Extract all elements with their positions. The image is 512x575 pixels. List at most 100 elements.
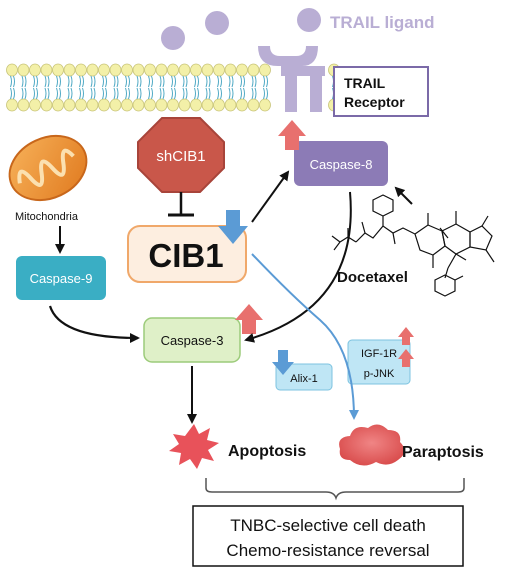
lipid-tail — [217, 75, 219, 88]
apoptosis-burst-icon — [169, 424, 219, 469]
lipid-tail — [56, 87, 58, 100]
trail-receptor-label-line2: Receptor — [344, 94, 405, 110]
lipid-tail — [185, 75, 188, 88]
lipid-head — [52, 63, 64, 77]
igf1r-label: IGF-1R — [361, 348, 397, 360]
lipid-tail — [243, 75, 245, 88]
paraptosis-label: Paraptosis — [402, 444, 484, 461]
lipid-tail — [102, 87, 104, 100]
outcome-line1: TNBC-selective cell death — [230, 516, 426, 535]
lipid-tail — [205, 87, 208, 100]
lipid-tail — [116, 75, 119, 88]
lipid-tail — [10, 75, 12, 88]
lipid-tail — [33, 87, 35, 100]
lipid-tail — [197, 87, 199, 100]
apoptosis-label: Apoptosis — [228, 443, 306, 460]
lipid-tail — [148, 87, 150, 100]
trail-receptor-label-box: TRAIL Receptor — [333, 66, 429, 117]
paraptosis-cloud-icon — [339, 424, 405, 466]
lipid-tail — [59, 75, 61, 88]
lipid-tail — [148, 75, 150, 88]
lipid-tail — [151, 75, 153, 88]
lipid-head — [40, 98, 53, 112]
lipid-tail — [174, 75, 176, 88]
trail-ligand-circle — [297, 8, 321, 32]
docetaxel-label: Docetaxel — [337, 269, 408, 286]
trail-ligand-circle — [205, 11, 229, 35]
lipid-tail — [90, 75, 93, 88]
lipid-tail — [56, 75, 58, 88]
lipid-tail — [44, 75, 47, 88]
lipid-tail — [240, 87, 242, 100]
lipid-tail — [24, 75, 27, 88]
lipid-tail — [136, 75, 139, 88]
lipid-tail — [266, 75, 268, 88]
lipid-tail — [67, 75, 70, 88]
lipid-tail — [82, 87, 84, 100]
lipid-head — [178, 63, 191, 77]
lipid-tail — [67, 87, 70, 100]
lipid-head — [29, 98, 41, 112]
lipid-head — [86, 98, 99, 112]
lipid-tail — [251, 75, 254, 88]
lipid-head — [201, 98, 214, 112]
lipid-tail — [13, 75, 15, 88]
lipid-head — [144, 63, 156, 77]
lipid-tail — [194, 75, 196, 88]
trail-receptor-label-line1: TRAIL — [344, 75, 386, 91]
lipid-head — [167, 63, 179, 77]
lipid-head — [236, 98, 248, 112]
lipid-tail — [220, 87, 222, 100]
lipid-head — [155, 63, 168, 77]
lipid-tail — [47, 87, 50, 100]
lipid-head — [121, 98, 133, 112]
lipid-tail — [125, 87, 127, 100]
lipid-tail — [21, 87, 24, 100]
caspase8-up-arrow-icon — [278, 120, 306, 150]
lipid-head — [52, 98, 64, 112]
lipid-head — [6, 63, 18, 77]
lipid-tail — [102, 75, 104, 88]
lipid-tail — [266, 87, 268, 100]
lipid-tail — [231, 75, 234, 88]
lipid-tail — [162, 75, 165, 88]
shcib1-label: shCIB1 — [156, 148, 205, 165]
arrow-cib1-to-paraptosis — [251, 253, 359, 420]
lipid-head — [6, 98, 18, 112]
lipid-head — [29, 63, 41, 77]
lipid-head — [247, 98, 260, 112]
igf1r-up-arrow-icon — [398, 327, 414, 345]
lipid-head — [259, 98, 271, 112]
cib1-box — [127, 225, 247, 283]
lipid-tail — [136, 87, 139, 100]
lipid-head — [75, 98, 87, 112]
lipid-tail — [105, 75, 107, 88]
lipid-tail — [254, 75, 257, 88]
docetaxel-structure-icon — [331, 194, 495, 297]
arrow-casp9-to-casp3 — [48, 305, 140, 343]
lipid-tail — [47, 75, 50, 88]
lipid-tail — [194, 87, 196, 100]
lipid-tail — [205, 75, 208, 88]
lipid-tail — [182, 87, 185, 100]
lipid-head — [201, 63, 214, 77]
lipid-head — [86, 63, 99, 77]
alix1-box — [275, 363, 333, 391]
lipid-head — [224, 98, 237, 112]
lipid-tail — [231, 87, 234, 100]
lipid-head — [132, 98, 145, 112]
lipid-tail — [93, 75, 96, 88]
lipid-head — [190, 63, 202, 77]
lipid-head — [132, 63, 145, 77]
lipid-tail — [36, 75, 38, 88]
lipid-tail — [70, 87, 73, 100]
lipid-tail — [116, 87, 119, 100]
lipid-tail — [228, 87, 231, 100]
pjnk-up-arrow-icon — [398, 349, 414, 367]
lipid-tail — [162, 87, 165, 100]
lipid-tail — [128, 87, 130, 100]
trail-ligand-circle — [161, 26, 185, 50]
lipid-head — [63, 98, 76, 112]
lipid-tail — [220, 75, 222, 88]
lipid-head — [109, 98, 122, 112]
